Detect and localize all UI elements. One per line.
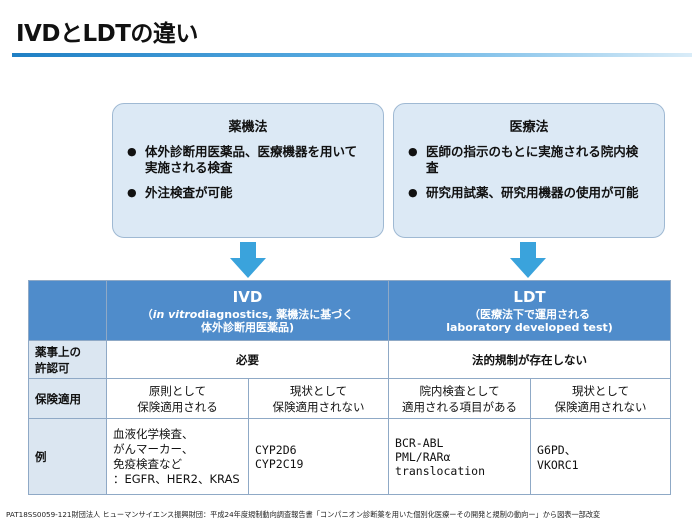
example-ivd-1: 血液化学検査、 がんマーカー、 免疫検査など ：EGFR、HER2、KRAS — [106, 418, 249, 495]
pharma-law-heading: 薬機法 — [228, 120, 268, 135]
pharma-law-bullet: 外注検査が可能 — [127, 185, 369, 201]
down-arrow-icon — [510, 242, 546, 278]
source-footnote: PAT18SS0059-121財団法人 ヒューマンサイエンス振興財団：平成24年… — [6, 510, 601, 519]
table-corner-cell — [28, 280, 107, 341]
ivd-title: IVD — [232, 287, 263, 306]
down-arrow-icon — [230, 242, 266, 278]
comparison-table: IVD （in vitrodiagnostics, 薬機法に基づく 体外診断用医… — [28, 280, 672, 495]
example-ldt-1: BCR-ABL PML/RARα translocation — [388, 418, 532, 495]
example-ldt-2: G6PD、 VKORC1 — [530, 418, 672, 495]
insurance-row-label: 保険適用 — [28, 378, 107, 419]
insurance-ldt-partial: 院内検査として 適用される項目がある — [388, 378, 532, 419]
title-underline — [12, 53, 692, 57]
ldt-subtitle-line2: laboratory developed test) — [446, 320, 613, 334]
insurance-ivd-not-covered: 現状として 保険適用されない — [247, 378, 390, 419]
ldt-header: LDT （医療法下で運用される laboratory developed tes… — [388, 280, 672, 341]
medical-law-box: 医療法 医師の指示のもとに実施される院内検査 研究用試薬、研究用機器の使用が可能 — [393, 103, 665, 238]
pharma-law-box: 薬機法 体外診断用医薬品、医療機器を用いて実施される検査 外注検査が可能 — [112, 103, 384, 238]
ivd-header: IVD （in vitrodiagnostics, 薬機法に基づく 体外診断用医… — [105, 280, 390, 341]
medical-law-bullet: 研究用試薬、研究用機器の使用が可能 — [408, 185, 650, 201]
insurance-ldt-not-covered: 現状として 保険適用されない — [530, 378, 672, 419]
approval-row-label: 薬事上の 許認可 — [28, 340, 107, 379]
medical-law-bullet: 医師の指示のもとに実施される院内検査 — [408, 144, 650, 176]
example-ivd-2: CYP2D6 CYP2C19 — [247, 418, 390, 495]
approval-ivd-cell: 必要 — [105, 340, 390, 379]
ivd-subtitle-line2: 体外診断用医薬品) — [200, 320, 295, 334]
ivd-subtitle-line1: （in vitrodiagnostics, 薬機法に基づく — [141, 307, 354, 321]
pharma-law-bullet: 体外診断用医薬品、医療機器を用いて実施される検査 — [127, 144, 369, 176]
example-row-label: 例 — [28, 418, 107, 495]
ldt-subtitle-line1: （医療法下で運用される — [469, 307, 591, 321]
page-title: IVDとLDTの違い — [16, 21, 198, 47]
insurance-ivd-covered: 原則として 保険適用される — [106, 378, 249, 419]
medical-law-heading: 医療法 — [509, 120, 549, 135]
ldt-title: LDT — [513, 287, 546, 306]
approval-ldt-cell: 法的規制が存在しない — [388, 340, 672, 379]
